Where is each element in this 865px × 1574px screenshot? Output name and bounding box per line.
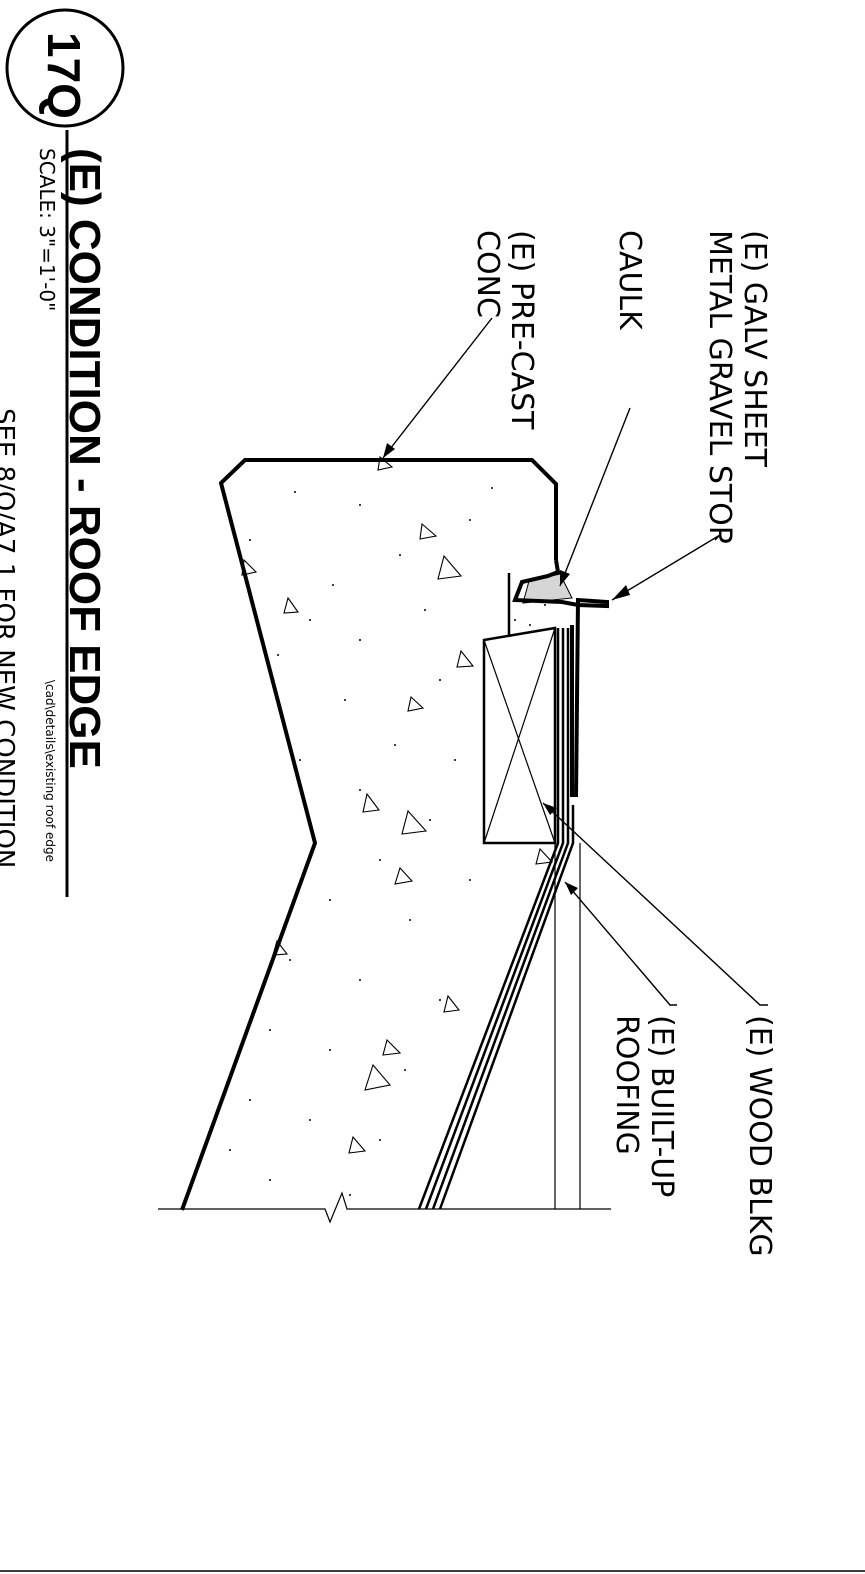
detail-scale: SCALE: 3"=1'-0"	[35, 148, 59, 311]
cad-file-path: \cad\details\existing roof edge	[43, 680, 57, 862]
break-line	[158, 1191, 611, 1224]
callout-caulk: CAULK	[612, 230, 647, 331]
callout-precast: (E) PRE-CAST CONC	[470, 230, 539, 430]
built-up-roofing	[417, 628, 575, 1210]
callout-roofing-line1: (E) BUILT-UP	[644, 1015, 679, 1197]
callout-precast-line1: (E) PRE-CAST	[504, 230, 539, 430]
callout-precast-line2: CONC	[470, 230, 505, 318]
detail-bubble	[5, 8, 125, 128]
gravel-stop	[512, 559, 609, 798]
callout-gravel-stop-line1: (E) GALV SHEET	[737, 230, 772, 468]
callout-roofing-line2: ROOFING	[609, 1015, 644, 1155]
callout-gravel-stop-line2: METAL GRAVEL STOP	[702, 230, 737, 544]
callout-leaders	[382, 317, 768, 1006]
concrete-stipple	[229, 487, 546, 1196]
roof-edge-assembly	[417, 559, 609, 1210]
concrete-aggregate	[241, 455, 554, 1154]
wood-blocking	[482, 626, 557, 845]
callout-wood-blkg: (E) WOOD BLKG	[742, 1015, 777, 1257]
detail-title-block: 17Q (E) CONDITION - ROOF EDGE SCALE: 3"=…	[0, 8, 125, 897]
detail-number: 17Q	[38, 32, 90, 119]
callout-gravel-stop: (E) GALV SHEET METAL GRAVEL STOP	[702, 230, 772, 544]
callout-roofing: (E) BUILT-UP ROOFING	[609, 1015, 679, 1197]
reference-note: SEE 8/Q/A7.1 FOR NEW CONDITION	[0, 408, 19, 868]
precast-concrete-section	[158, 455, 611, 1224]
